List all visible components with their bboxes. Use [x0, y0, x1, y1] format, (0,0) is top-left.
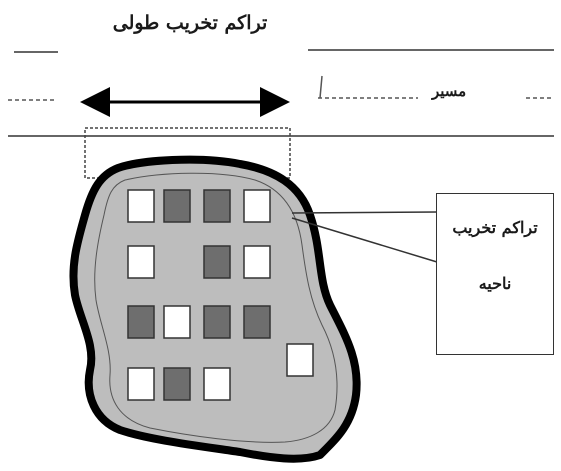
- block-light: [127, 367, 155, 401]
- road-label: مسیر: [432, 82, 467, 100]
- building-blocks: [127, 189, 314, 401]
- area-density-label-line2: ناحیه: [478, 274, 512, 293]
- block-light: [243, 189, 271, 223]
- block-light: [127, 189, 155, 223]
- block-dark: [163, 367, 191, 401]
- block-dark: [163, 189, 191, 223]
- block-light: [163, 305, 191, 339]
- longitudinal-density-title: تراکم تخریب طولی: [112, 12, 268, 34]
- block-light: [203, 367, 231, 401]
- block-light: [286, 343, 314, 377]
- block-dark: [203, 305, 231, 339]
- degraded-area-inner-outline: [94, 172, 338, 443]
- leader-line-lower: [291, 217, 438, 263]
- block-dark: [203, 189, 231, 223]
- road-tick: [319, 75, 323, 99]
- area-density-label-box: [436, 193, 554, 355]
- block-light: [127, 245, 155, 279]
- block-light: [243, 245, 271, 279]
- block-dark: [127, 305, 155, 339]
- leader-line-upper: [291, 211, 438, 214]
- block-dark: [243, 305, 271, 339]
- block-dark: [203, 245, 231, 279]
- area-density-label-line1: تراکم تخریب: [452, 218, 538, 237]
